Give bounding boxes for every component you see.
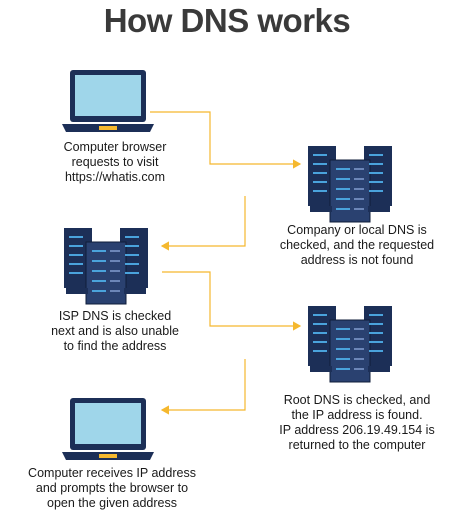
caption-line: ISP DNS is checked xyxy=(58,309,172,323)
caption-line: requests to visit xyxy=(71,155,159,169)
caption-line: Computer browser xyxy=(63,140,167,154)
caption-line: next and is also unable xyxy=(51,324,179,338)
laptop-icon xyxy=(62,398,154,460)
caption-line: returned to the computer xyxy=(288,438,426,452)
server-icon xyxy=(64,228,148,305)
connector-arrow-2 xyxy=(160,196,246,251)
caption-line: Computer receives IP address xyxy=(28,466,196,480)
caption-line: checked, and the requested xyxy=(279,238,435,252)
connector-arrow-4 xyxy=(160,359,246,415)
caption-line: and prompts the browser to xyxy=(35,481,189,495)
server-icon xyxy=(308,146,392,223)
caption-line: IP address 206.19.49.154 is xyxy=(279,423,435,437)
caption-line: https://whatis.com xyxy=(64,170,166,184)
connector-arrow-3 xyxy=(162,271,302,331)
caption-line: address is not found xyxy=(300,253,414,267)
caption-line: open the given address xyxy=(47,496,177,510)
server-icon xyxy=(308,306,392,383)
laptop-icon xyxy=(62,70,154,132)
connectors xyxy=(150,111,302,415)
connector-arrow-1 xyxy=(150,111,302,169)
diagram-title: How DNS works xyxy=(103,2,351,39)
caption-line: to find the address xyxy=(63,339,167,353)
caption-line: Company or local DNS is xyxy=(287,223,427,237)
caption-line: the IP address is found. xyxy=(291,408,423,422)
caption-line: Root DNS is checked, and xyxy=(283,393,431,407)
